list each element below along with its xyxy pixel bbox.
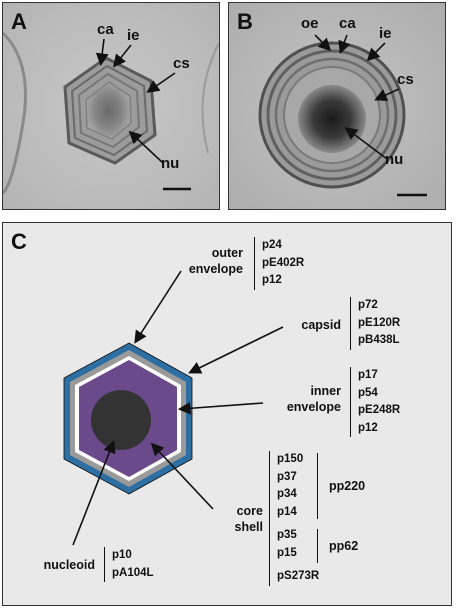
micrograph-panel-b: B oe ca ie cs nu bbox=[228, 2, 446, 210]
arrow-inner-envelope bbox=[181, 403, 263, 409]
arrow-outer-envelope bbox=[136, 271, 181, 341]
panel-label-c: C bbox=[11, 229, 27, 255]
label-inner-envelope: inner envelope bbox=[261, 383, 341, 415]
polyprotein-pp62: pp62 bbox=[329, 539, 358, 553]
arrow-capsid bbox=[191, 327, 283, 372]
label-capsid: capsid bbox=[273, 317, 341, 333]
proteins-core-shell: p150 p37 p34 p14 p35 p15 pS273R bbox=[269, 451, 319, 586]
micrograph-b-arrows bbox=[229, 3, 445, 209]
micrograph-a-arrows bbox=[3, 3, 219, 209]
polyprotein-pp220: pp220 bbox=[329, 479, 365, 493]
label-outer-envelope: outer envelope bbox=[163, 245, 243, 277]
proteins-capsid: p72 pE120R pB438L bbox=[350, 297, 400, 350]
micrograph-panel-a: A ca ie cs nu bbox=[2, 2, 220, 210]
polyprotein-bar-pp62 bbox=[317, 529, 318, 563]
proteins-outer-envelope: p24 pE402R p12 bbox=[254, 237, 304, 290]
label-nucleoid: nucleoid bbox=[23, 557, 95, 573]
label-core-shell: core shell bbox=[199, 503, 263, 535]
polyprotein-bar-pp220 bbox=[317, 453, 318, 519]
proteins-nucleoid: p10 pA104L bbox=[104, 547, 154, 582]
nucleoid-shape bbox=[91, 390, 151, 450]
schematic-panel-c: C outer envelope p24 pE402R p12 capsid p… bbox=[2, 222, 452, 606]
proteins-inner-envelope: p17 p54 pE248R p12 bbox=[350, 367, 400, 437]
